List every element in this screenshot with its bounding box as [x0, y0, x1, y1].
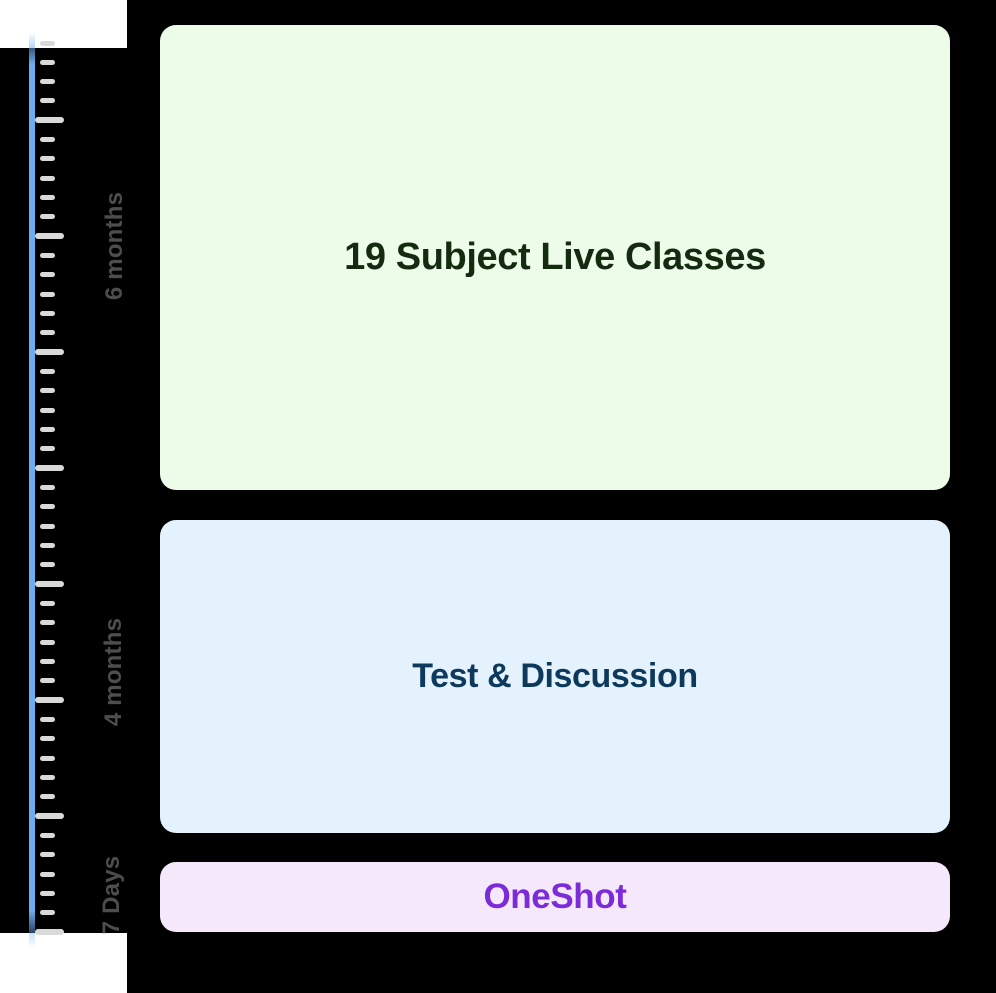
ruler-tick-minor: [40, 910, 55, 916]
ruler-tick-minor: [40, 388, 55, 394]
ruler-tick-minor: [40, 175, 55, 181]
ruler-tick-minor: [40, 794, 55, 800]
ruler-tick-minor: [40, 195, 55, 201]
ruler-tick-minor: [40, 369, 55, 375]
duration-label-4-months: 4 months: [100, 617, 127, 727]
duration-label-6-months: 6 months: [101, 191, 128, 301]
timeline-ruler-line: [29, 32, 35, 947]
ruler-tick-major: [35, 929, 64, 936]
ruler-tick-minor: [40, 156, 55, 162]
ruler-tick-minor: [40, 562, 55, 568]
ruler-tick-minor: [40, 59, 55, 65]
ruler-tick-major: [35, 697, 64, 704]
ruler-tick-minor: [40, 755, 55, 761]
ruler-tick-major: [35, 581, 64, 588]
ruler-tick-minor: [40, 523, 55, 529]
ruler-tick-major: [35, 233, 64, 240]
card-oneshot-title: OneShot: [483, 877, 627, 916]
ruler-tick-minor: [40, 427, 55, 433]
ruler-tick-minor: [40, 639, 55, 645]
ruler-tick-minor: [40, 98, 55, 104]
ruler-tick-minor: [40, 291, 55, 297]
ruler-tick-minor: [40, 736, 55, 742]
ruler-tick-minor: [40, 446, 55, 452]
card-live-classes: 19 Subject Live Classes: [160, 25, 950, 490]
ruler-tick-minor: [40, 485, 55, 491]
ruler-tick-minor: [40, 272, 55, 278]
ruler-tick-minor: [40, 620, 55, 626]
ruler-tick-major: [35, 117, 64, 124]
card-live-classes-title: 19 Subject Live Classes: [344, 236, 766, 278]
ruler-tick-minor: [40, 775, 55, 781]
ruler-tick-major: [35, 813, 64, 820]
ruler-tick-minor: [40, 852, 55, 858]
ruler-tick-minor: [40, 407, 55, 413]
ruler-tick-minor: [40, 504, 55, 510]
ruler-tick-minor: [40, 40, 55, 46]
card-test-discussion: Test & Discussion: [160, 520, 950, 833]
ruler-tick-minor: [40, 891, 55, 897]
ruler-tick-major: [35, 465, 64, 472]
ruler-tick-minor: [40, 601, 55, 607]
ruler-tick-minor: [40, 137, 55, 143]
ruler-tick-minor: [40, 214, 55, 220]
ruler-tick-major: [35, 349, 64, 356]
ruler-tick-minor: [40, 678, 55, 684]
ruler-tick-minor: [40, 717, 55, 723]
ruler-tick-minor: [40, 543, 55, 549]
page-background-bottom-left: [0, 933, 127, 993]
ruler-tick-minor: [40, 871, 55, 877]
duration-label-7-days: 7 Days: [98, 855, 125, 935]
ruler-tick-minor: [40, 659, 55, 665]
ruler-tick-minor: [40, 311, 55, 317]
ruler-tick-minor: [40, 253, 55, 259]
ruler-tick-minor: [40, 833, 55, 839]
ruler-tick-minor: [40, 330, 55, 336]
card-test-discussion-title: Test & Discussion: [412, 657, 698, 695]
ruler-tick-minor: [40, 79, 55, 85]
page-background-top-left: [0, 0, 127, 48]
card-oneshot: OneShot: [160, 862, 950, 932]
